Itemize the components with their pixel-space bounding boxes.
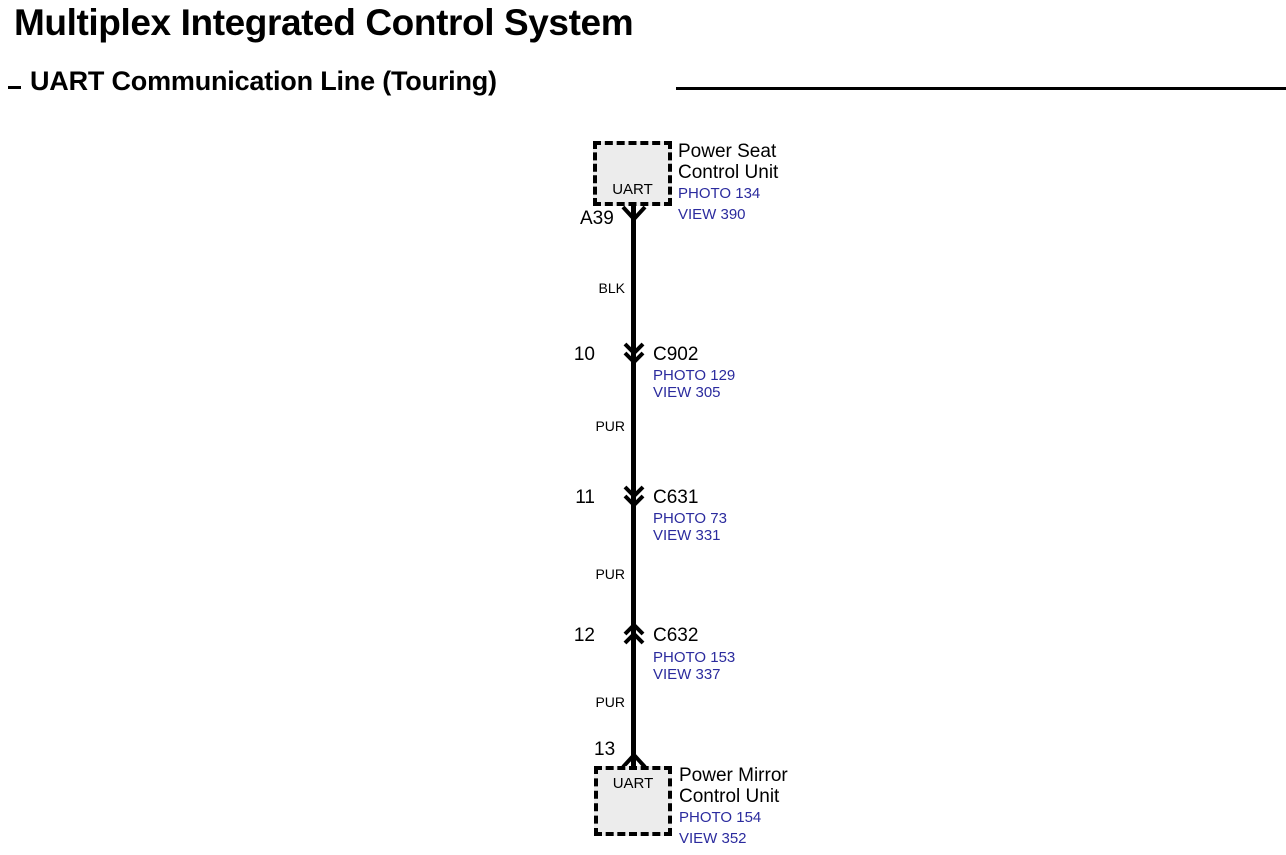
- unit-name-line1: Power Mirror: [679, 765, 788, 786]
- terminal-label-13: 13: [594, 739, 616, 760]
- view-link[interactable]: VIEW 352: [679, 830, 747, 847]
- view-link[interactable]: VIEW 305: [653, 384, 721, 401]
- unit-box-power-seat-control-unit[interactable]: UART: [593, 141, 672, 206]
- wire-segment-pur-2: [631, 496, 636, 640]
- connector-links-c631: PHOTO 73 VIEW 331: [653, 510, 727, 544]
- connector-links-c902: PHOTO 129 VIEW 305: [653, 367, 735, 401]
- photo-link[interactable]: PHOTO 73: [653, 510, 727, 527]
- wire-segment-pur-1: [631, 352, 636, 502]
- page-title: Multiplex Integrated Control System: [14, 2, 634, 43]
- wire-color-pur-3: PUR: [595, 694, 625, 710]
- photo-link[interactable]: PHOTO 129: [653, 367, 736, 384]
- photo-link[interactable]: PHOTO 134: [678, 185, 761, 202]
- unit-text-power-seat-control-unit: Power Seat Control Unit PHOTO 134 VIEW 3…: [678, 141, 778, 225]
- header-divider: [676, 87, 1286, 90]
- connector-marker-chevron-down-c631: [623, 485, 645, 508]
- unit-text-power-mirror-control-unit: Power Mirror Control Unit PHOTO 154 VIEW…: [679, 765, 788, 849]
- connector-marker-chevron-up-c632: [623, 622, 645, 645]
- unit-name-line2: Control Unit: [679, 786, 780, 807]
- subtitle-dash-icon: [8, 86, 21, 89]
- photo-link[interactable]: PHOTO 154: [679, 809, 762, 826]
- wire-color-pur-2: PUR: [595, 566, 625, 582]
- terminal-marker-a39: [621, 205, 647, 222]
- connector-name-c631: C631: [653, 487, 699, 508]
- page-subtitle: UART Communication Line (Touring): [30, 66, 497, 96]
- document-header: Multiplex Integrated Control System UART…: [0, 0, 1286, 110]
- connector-name-c902: C902: [653, 344, 699, 365]
- terminal-label-a39: A39: [580, 208, 614, 229]
- port-label-uart: UART: [612, 181, 653, 198]
- connector-pin-12: 12: [573, 625, 595, 646]
- unit-name-line2: Control Unit: [678, 162, 779, 183]
- wire-segment-blk: [631, 206, 636, 358]
- wire-segment-pur-3: [631, 634, 636, 770]
- unit-box-power-mirror-control-unit[interactable]: UART: [594, 766, 672, 836]
- connector-links-c632: PHOTO 153 VIEW 337: [653, 649, 735, 683]
- connector-name-c632: C632: [653, 625, 699, 646]
- connector-marker-chevron-down-c902: [623, 342, 645, 365]
- connector-pin-11: 11: [575, 487, 595, 508]
- connector-pin-10: 10: [573, 344, 595, 365]
- unit-name-line1: Power Seat: [678, 141, 777, 162]
- wire-color-blk: BLK: [598, 280, 625, 296]
- wire-color-pur-1: PUR: [595, 418, 625, 434]
- view-link[interactable]: VIEW 337: [653, 666, 721, 683]
- view-link[interactable]: VIEW 331: [653, 527, 721, 544]
- photo-link[interactable]: PHOTO 153: [653, 649, 736, 666]
- terminal-marker-13: [621, 752, 647, 769]
- view-link[interactable]: VIEW 390: [678, 206, 746, 223]
- port-label-uart: UART: [612, 775, 654, 792]
